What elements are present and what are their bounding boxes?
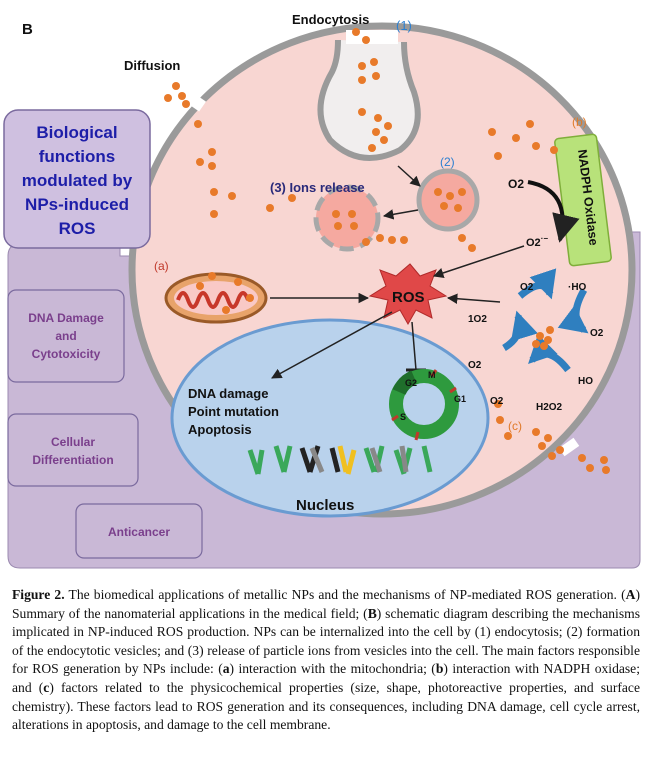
vesicle-num: (2) bbox=[440, 155, 455, 169]
vesicle-3-broken bbox=[313, 184, 381, 252]
functions-title-box bbox=[3, 109, 151, 249]
np-cluster-center bbox=[532, 326, 554, 350]
diffusion-gap bbox=[186, 92, 206, 112]
factor-a: (a) bbox=[154, 259, 169, 273]
endocytosis-num: (1) bbox=[396, 18, 412, 33]
nadph-arrow bbox=[527, 180, 580, 243]
arrow-ros-to-dna bbox=[271, 311, 393, 379]
ros-mechanism-diagram: NADPH Oxidase ROS G2 M G1 S bbox=[3, 12, 641, 569]
cycle-s: S bbox=[400, 412, 406, 422]
o2-top: O2 bbox=[508, 177, 524, 191]
svg-text:Differentiation: Differentiation bbox=[32, 453, 113, 467]
o2-species-a: O2 bbox=[520, 282, 534, 293]
arrow-endocytosis-to-vesicle bbox=[397, 165, 421, 187]
caption-label: Figure 2. bbox=[12, 587, 65, 602]
function-item-anticancer-box bbox=[75, 503, 203, 559]
cell-cycle: G2 M G1 S bbox=[389, 369, 466, 441]
function-item-dna-damage-box bbox=[7, 289, 125, 383]
svg-text:and: and bbox=[55, 329, 76, 343]
ros-species-cycle bbox=[502, 268, 589, 373]
inhibit-ros-to-cycle bbox=[411, 321, 417, 371]
function-item-dna-damage: DNA Damage and Cytotoxicity bbox=[28, 311, 104, 361]
svg-text:Biological: Biological bbox=[36, 123, 117, 142]
function-item-differentiation: Cellular Differentiation bbox=[32, 435, 113, 467]
factor-b: (b) bbox=[572, 115, 587, 129]
nucleus-label: Nucleus bbox=[296, 497, 354, 514]
ions-release-label: (3) Ions release bbox=[270, 180, 365, 195]
superoxide-bottom: O2 bbox=[490, 396, 504, 407]
svg-text:ROS: ROS bbox=[59, 219, 96, 238]
function-item-differentiation-box bbox=[7, 413, 139, 487]
effect-point-mutation: Point mutation bbox=[188, 404, 279, 419]
panel-letter: B bbox=[22, 21, 33, 38]
svg-text:Cytotoxicity: Cytotoxicity bbox=[32, 347, 101, 361]
dna-strands bbox=[247, 445, 433, 475]
arrow-species-to-ros bbox=[446, 293, 501, 304]
endocytosis-pit bbox=[317, 39, 421, 161]
cycle-m: M bbox=[428, 370, 436, 380]
ros-label: ROS bbox=[392, 289, 425, 306]
svg-text:NPs-induced: NPs-induced bbox=[25, 195, 129, 214]
effect-apoptosis: Apoptosis bbox=[188, 422, 252, 437]
vesicle-2 bbox=[416, 168, 480, 232]
h2o2-species: H2O2 bbox=[536, 402, 563, 413]
svg-text:functions: functions bbox=[39, 147, 116, 166]
endocytosis-label: Endocytosis bbox=[292, 12, 369, 27]
factor-c: (c) bbox=[508, 419, 522, 433]
superoxide-top: O2·− bbox=[526, 234, 548, 249]
svg-text:modulated by: modulated by bbox=[22, 171, 133, 190]
singlet-o2: 1O2 bbox=[468, 314, 487, 325]
effect-dna-damage: DNA damage bbox=[188, 386, 268, 401]
diffusion-label: Diffusion bbox=[124, 58, 180, 73]
membrane-gap-lower bbox=[558, 437, 580, 457]
svg-text:DNA Damage: DNA Damage bbox=[28, 311, 104, 325]
mitochondrion bbox=[164, 272, 268, 324]
arrow-superoxide-to-ros bbox=[433, 245, 525, 278]
cycle-g2: G2 bbox=[405, 378, 417, 388]
cycle-g1: G1 bbox=[454, 394, 466, 404]
ho-species-b: HO bbox=[578, 376, 593, 387]
ros-star: ROS bbox=[368, 263, 448, 326]
nanoparticles bbox=[164, 28, 610, 474]
o2-species-b: O2 bbox=[468, 360, 482, 371]
arrow-vesicle2-to-vesicle3 bbox=[382, 209, 419, 220]
superoxide-right: O2 bbox=[590, 328, 604, 339]
functions-title: Biological functions modulated by NPs-in… bbox=[22, 123, 133, 238]
ho-species-a: ·HO bbox=[568, 282, 587, 293]
svg-text:Cellular: Cellular bbox=[51, 435, 95, 449]
function-item-anticancer: Anticancer bbox=[108, 525, 170, 539]
figure-caption: Figure 2. The biomedical applications of… bbox=[12, 587, 640, 733]
